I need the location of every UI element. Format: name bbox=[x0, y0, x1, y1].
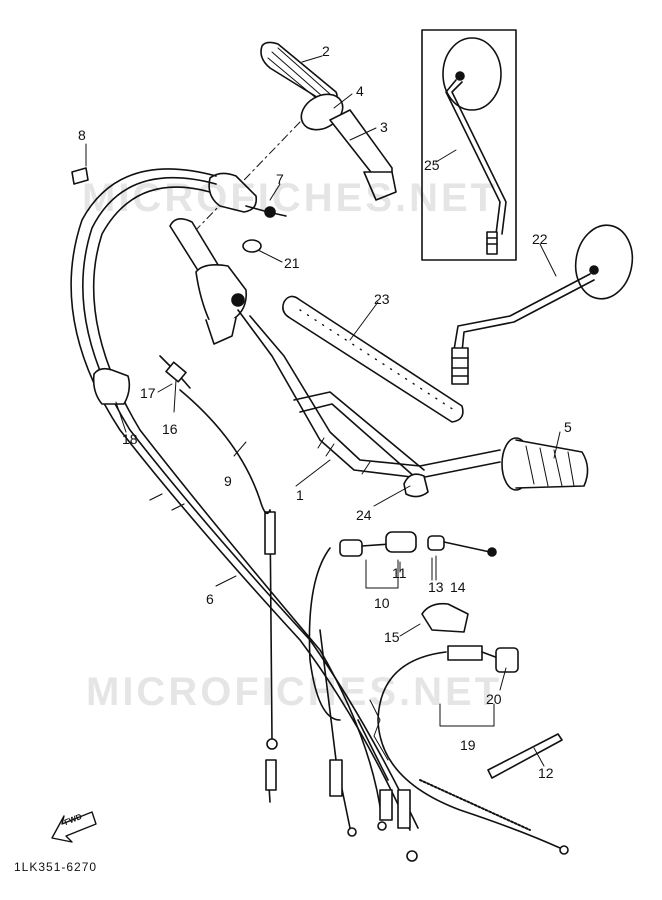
drawing-code: 1LK351-6270 bbox=[14, 860, 98, 874]
callout-4: 4 bbox=[356, 83, 364, 99]
watermark-bottom: MICROFICHES.NET bbox=[86, 670, 503, 714]
handlebar-clamp[interactable] bbox=[403, 473, 429, 498]
throttle-housing[interactable] bbox=[208, 172, 287, 218]
callout-23: 23 bbox=[374, 291, 390, 307]
clutch-cable-assembly[interactable] bbox=[308, 531, 497, 721]
cable-cap[interactable] bbox=[71, 167, 89, 185]
leader-lines bbox=[85, 55, 561, 767]
grip-right[interactable] bbox=[501, 437, 589, 491]
callout-7: 7 bbox=[276, 171, 284, 187]
small-spacer[interactable] bbox=[242, 239, 262, 253]
cable-bundle[interactable] bbox=[70, 168, 419, 831]
mirror-right[interactable] bbox=[451, 221, 638, 385]
callout-3: 3 bbox=[380, 119, 388, 135]
callout-16: 16 bbox=[162, 421, 178, 437]
choke-lever[interactable] bbox=[159, 355, 191, 389]
callout-13: 13 bbox=[428, 579, 444, 595]
callout-14: 14 bbox=[450, 579, 466, 595]
choke-cable[interactable] bbox=[179, 389, 271, 515]
callout-15: 15 bbox=[384, 629, 400, 645]
mirror-inset-frame bbox=[421, 29, 517, 261]
callout-12: 12 bbox=[538, 765, 554, 781]
callout-25: 25 bbox=[424, 157, 440, 173]
handlebar[interactable] bbox=[237, 309, 501, 479]
callout-19: 19 bbox=[460, 737, 476, 753]
callout-6: 6 bbox=[206, 591, 214, 607]
throttle-grip[interactable] bbox=[329, 109, 397, 201]
callout-21: 21 bbox=[284, 255, 300, 271]
callout-22: 22 bbox=[532, 231, 548, 247]
left-switch-assembly[interactable] bbox=[169, 218, 248, 345]
callout-2: 2 bbox=[322, 43, 330, 59]
callout-1: 1 bbox=[296, 487, 304, 503]
callout-10: 10 bbox=[374, 595, 390, 611]
cable-ends[interactable] bbox=[264, 509, 418, 862]
callout-24: 24 bbox=[356, 507, 372, 523]
mirror-left[interactable] bbox=[442, 37, 507, 255]
watermark-top: MICROFICHES.NET bbox=[82, 176, 499, 220]
callout-5: 5 bbox=[564, 419, 572, 435]
forward-arrow-icon bbox=[51, 811, 97, 843]
callout-11: 11 bbox=[392, 565, 407, 581]
callout-8: 8 bbox=[78, 127, 86, 143]
lever-holder[interactable] bbox=[92, 367, 131, 405]
lever-bracket[interactable] bbox=[421, 602, 469, 633]
callout-18: 18 bbox=[122, 431, 138, 447]
callout-9: 9 bbox=[224, 473, 232, 489]
cable-band[interactable] bbox=[487, 733, 563, 779]
callout-20: 20 bbox=[486, 691, 502, 707]
callout-17: 17 bbox=[140, 385, 156, 401]
assembly-center-line bbox=[193, 121, 301, 233]
handlebar-pad[interactable] bbox=[282, 295, 464, 423]
front-brake-cable[interactable] bbox=[377, 645, 569, 855]
